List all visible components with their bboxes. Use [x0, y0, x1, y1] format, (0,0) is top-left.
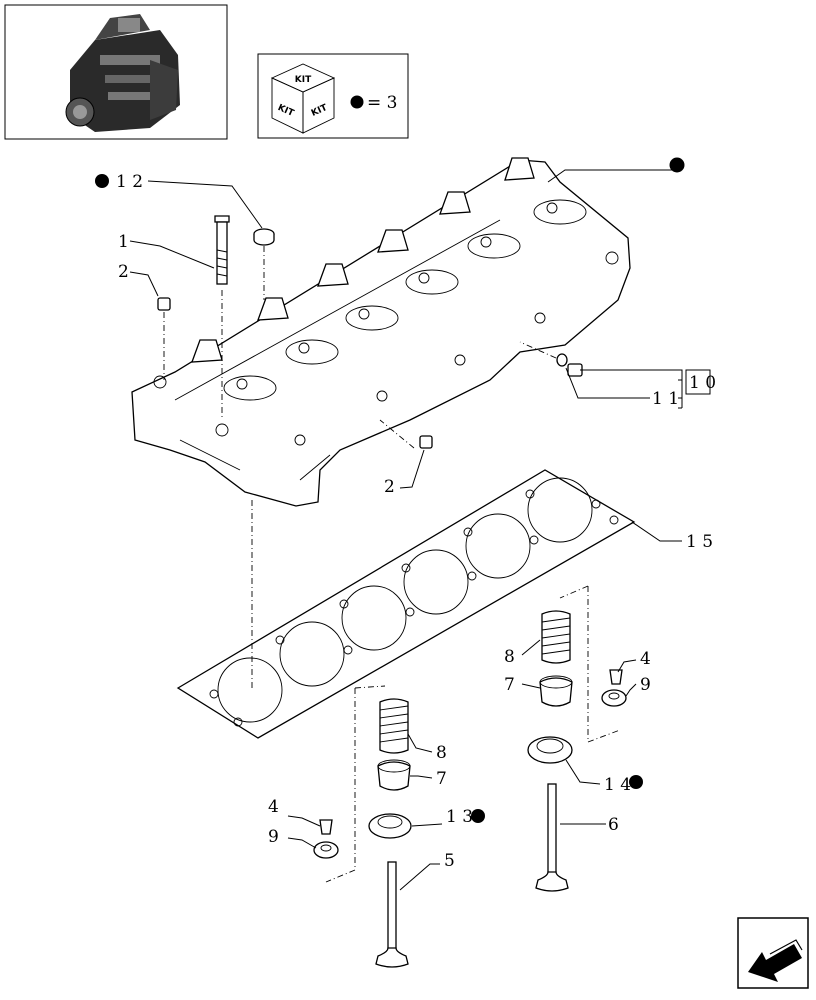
callout-13: 1 3 [446, 807, 473, 827]
cylinder-head[interactable] [131, 157, 631, 507]
kit-top-label: KIT [295, 75, 312, 85]
callout-2-upper: 2 [118, 262, 129, 282]
kit-dot-icon [471, 809, 485, 823]
kit-dot-icon [95, 174, 109, 188]
valve-keeper-left[interactable] [319, 819, 333, 835]
callout-1: 1 [118, 232, 129, 252]
head-gasket[interactable] [176, 469, 636, 739]
callout-11: 1 1 [652, 389, 679, 409]
assembly-lines [163, 246, 621, 883]
head-bolt[interactable] [214, 215, 230, 285]
callout-8-left: 8 [436, 743, 447, 763]
plug-cap[interactable] [253, 228, 275, 246]
kit-equals-text: = 3 [367, 93, 397, 113]
callout-2-lower: 2 [384, 477, 395, 497]
valve-keeper-right[interactable] [609, 669, 623, 685]
callout-7-left: 7 [436, 769, 447, 789]
plug-upper[interactable] [157, 297, 171, 311]
kit-dot-icon [669, 157, 685, 173]
callout-10: 1 0 [689, 373, 716, 393]
spring-washer-right[interactable] [601, 689, 627, 707]
arrow-left-icon [748, 939, 803, 982]
spring-washer-left[interactable] [313, 841, 339, 859]
plug-threaded[interactable] [567, 363, 583, 377]
callout-14: 1 4 [604, 775, 631, 795]
callout-7-right: 7 [504, 675, 515, 695]
kit-cube-icon: KIT KIT KIT [270, 63, 336, 134]
callout-15: 1 5 [686, 532, 713, 552]
callout-9-left: 9 [268, 827, 279, 847]
callout-12: 1 2 [116, 172, 143, 192]
callout-5: 5 [444, 851, 455, 871]
callout-4-right: 4 [640, 649, 651, 669]
callout-9-right: 9 [640, 675, 651, 695]
spring-cap-right[interactable] [539, 675, 573, 707]
engine-thumbnail-image [65, 14, 180, 132]
washer[interactable] [556, 353, 568, 367]
valve-spring-left[interactable] [379, 698, 409, 754]
valve-seat-left[interactable] [368, 813, 412, 839]
kit-legend: KIT KIT KIT = 3 [257, 53, 409, 139]
exhaust-valve[interactable] [535, 783, 569, 892]
callout-10-box [685, 369, 711, 395]
valve-seat-right[interactable] [527, 736, 573, 764]
engine-thumbnail[interactable] [4, 4, 228, 140]
valve-spring-right[interactable] [541, 610, 571, 664]
callout-6: 6 [608, 815, 619, 835]
previous-page-button[interactable] [737, 917, 809, 989]
plug-lower[interactable] [419, 435, 433, 449]
callout-8-right: 8 [504, 647, 515, 667]
leader-lines [129, 169, 683, 891]
kit-dot-icon [629, 775, 643, 789]
intake-valve[interactable] [375, 861, 409, 968]
kit-dot-icon [350, 95, 364, 109]
callout-4-left: 4 [268, 797, 279, 817]
spring-cap-left[interactable] [377, 759, 411, 791]
callouts: 1 2 1 2 2 1 1 1 0 1 5 8 7 4 9 8 7 1 4 6 … [95, 157, 716, 871]
